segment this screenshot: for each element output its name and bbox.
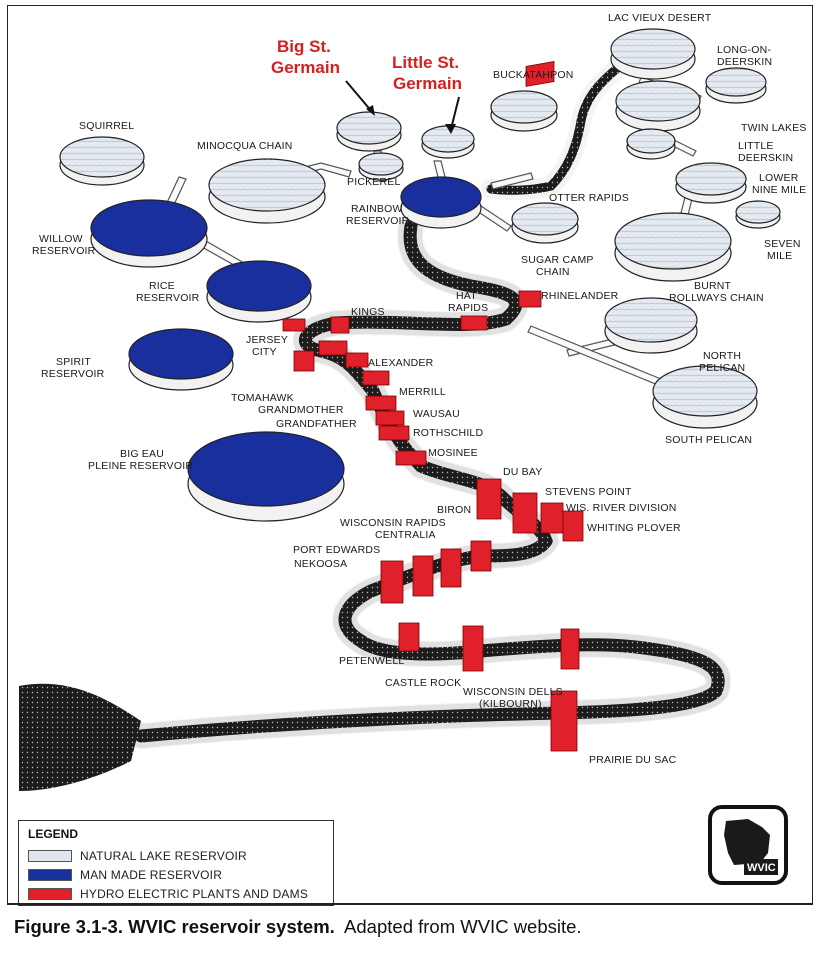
label-minocqua-chain: MINOCQUA CHAIN bbox=[197, 140, 293, 152]
label-big-st-germain-2: Germain bbox=[271, 58, 340, 77]
label-little-deerskin-2: DEERSKIN bbox=[738, 152, 793, 164]
label-seven-mile-2: MILE bbox=[767, 250, 792, 262]
label-stevens-point: STEVENS POINT bbox=[545, 486, 632, 498]
label-rhinelander: RHINELANDER bbox=[541, 290, 619, 302]
label-du-bay: DU BAY bbox=[503, 466, 543, 478]
logo-text: WVIC bbox=[747, 862, 776, 874]
label-hat-rapids-1: HAT bbox=[456, 290, 477, 302]
legend-item-natural: NATURAL LAKE RESERVOIR bbox=[28, 848, 247, 863]
label-mosinee: MOSINEE bbox=[428, 447, 478, 459]
label-rothschild: ROTHSCHILD bbox=[413, 427, 483, 439]
caption-rest: Adapted from WVIC website. bbox=[335, 916, 582, 937]
label-castle-rock: CASTLE ROCK bbox=[385, 677, 461, 689]
label-twin-lakes: TWIN LAKES bbox=[741, 122, 807, 134]
label-pickerel: PICKEREL bbox=[347, 176, 401, 188]
label-jersey-city-1: JERSEY bbox=[246, 334, 288, 346]
label-petenwell: PETENWELL bbox=[339, 655, 404, 667]
label-lower-nine-mile-1: LOWER bbox=[759, 172, 799, 184]
legend-title: LEGEND bbox=[28, 827, 78, 841]
label-wisconsin-rapids: WISCONSIN RAPIDS bbox=[340, 517, 446, 529]
label-grandmother: GRANDMOTHER bbox=[258, 404, 344, 416]
figure-caption: Figure 3.1-3. WVIC reservoir system. Ada… bbox=[14, 916, 582, 938]
label-north-pelican-2: PELICAN bbox=[699, 362, 745, 374]
legend-label-hydro: HYDRO ELECTRIC PLANTS AND DAMS bbox=[80, 887, 308, 901]
legend-swatch-hydro bbox=[28, 888, 72, 900]
label-rice-reservoir-1: RICE bbox=[149, 280, 175, 292]
label-long-on-deerskin-1: LONG-ON- bbox=[717, 44, 771, 56]
label-otter-rapids: OTTER RAPIDS bbox=[549, 192, 629, 204]
label-alexander: ALEXANDER bbox=[368, 357, 434, 369]
label-rainbow-reservoir-1: RAINBOW bbox=[351, 203, 403, 215]
label-big-eau-pleine-1: BIG EAU bbox=[120, 448, 164, 460]
label-wisconsin-dells-1: WISCONSIN DELLS bbox=[463, 686, 563, 698]
label-nekoosa: NEKOOSA bbox=[294, 558, 347, 570]
reservoir-diagram: LAC VIEUX DESERT LONG-ON- DEERSKIN BUCKA… bbox=[8, 6, 814, 904]
label-big-eau-pleine-2: PLEINE RESERVOIR bbox=[88, 460, 193, 472]
label-merrill: MERRILL bbox=[399, 386, 446, 398]
label-little-deerskin-1: LITTLE bbox=[738, 140, 774, 152]
label-jersey-city-2: CITY bbox=[252, 346, 277, 358]
caption-bold: Figure 3.1-3. WVIC reservoir system. bbox=[14, 916, 335, 937]
label-burnt-rollways-chain-2: ROLLWAYS CHAIN bbox=[669, 292, 764, 304]
legend-label-natural: NATURAL LAKE RESERVOIR bbox=[80, 849, 247, 863]
label-sugar-camp-chain-2: CHAIN bbox=[536, 266, 570, 278]
wvic-logo: WVIC bbox=[704, 805, 792, 897]
label-whiting-plover: WHITING PLOVER bbox=[587, 522, 681, 534]
label-rainbow-reservoir-2: RESERVOIR bbox=[346, 215, 410, 227]
label-spirit-reservoir-2: RESERVOIR bbox=[41, 368, 105, 380]
label-south-pelican: SOUTH PELICAN bbox=[665, 434, 752, 446]
label-hat-rapids-2: RAPIDS bbox=[448, 302, 488, 314]
label-little-st-germain-1: Little St. bbox=[392, 53, 459, 72]
label-long-on-deerskin-2: DEERSKIN bbox=[717, 56, 772, 68]
label-north-pelican-1: NORTH bbox=[703, 350, 741, 362]
label-burnt-rollways-chain-1: BURNT bbox=[694, 280, 732, 292]
legend-label-man-made: MAN MADE RESERVOIR bbox=[80, 868, 222, 882]
label-centralia: CENTRALIA bbox=[375, 529, 436, 541]
label-kings: KINGS bbox=[351, 306, 385, 318]
label-wis-river-division: WIS. RIVER DIVISION bbox=[566, 502, 677, 514]
label-seven-mile-1: SEVEN bbox=[764, 238, 801, 250]
legend-item-hydro: HYDRO ELECTRIC PLANTS AND DAMS bbox=[28, 886, 308, 901]
label-biron: BIRON bbox=[437, 504, 471, 516]
label-port-edwards: PORT EDWARDS bbox=[293, 544, 380, 556]
legend: LEGEND NATURAL LAKE RESERVOIR MAN MADE R… bbox=[18, 820, 334, 906]
label-wausau: WAUSAU bbox=[413, 408, 460, 420]
label-lac-vieux-desert: LAC VIEUX DESERT bbox=[608, 12, 712, 24]
legend-swatch-man-made bbox=[28, 869, 72, 881]
label-lower-nine-mile-2: NINE MILE bbox=[752, 184, 806, 196]
label-rice-reservoir-2: RESERVOIR bbox=[136, 292, 200, 304]
label-willow-reservoir-1: WILLOW bbox=[39, 233, 83, 245]
label-spirit-reservoir-1: SPIRIT bbox=[56, 356, 91, 368]
label-sugar-camp-chain-1: SUGAR CAMP bbox=[521, 254, 594, 266]
label-wisconsin-dells-2: (KILBOURN) bbox=[479, 698, 542, 710]
label-grandfather: GRANDFATHER bbox=[276, 418, 357, 430]
label-little-st-germain-2: Germain bbox=[393, 74, 462, 93]
label-squirrel: SQUIRREL bbox=[79, 120, 134, 132]
figure-frame: LAC VIEUX DESERT LONG-ON- DEERSKIN BUCKA… bbox=[7, 5, 813, 905]
caption-rule bbox=[7, 903, 813, 905]
label-prairie-du-sac: PRAIRIE DU SAC bbox=[589, 754, 677, 766]
label-big-st-germain-1: Big St. bbox=[277, 37, 331, 56]
label-tomahawk: TOMAHAWK bbox=[231, 392, 294, 404]
legend-item-man-made: MAN MADE RESERVOIR bbox=[28, 867, 222, 882]
label-buckatahpon: BUCKATAHPON bbox=[493, 69, 574, 81]
legend-swatch-natural bbox=[28, 850, 72, 862]
label-willow-reservoir-2: RESERVOIR bbox=[32, 245, 96, 257]
